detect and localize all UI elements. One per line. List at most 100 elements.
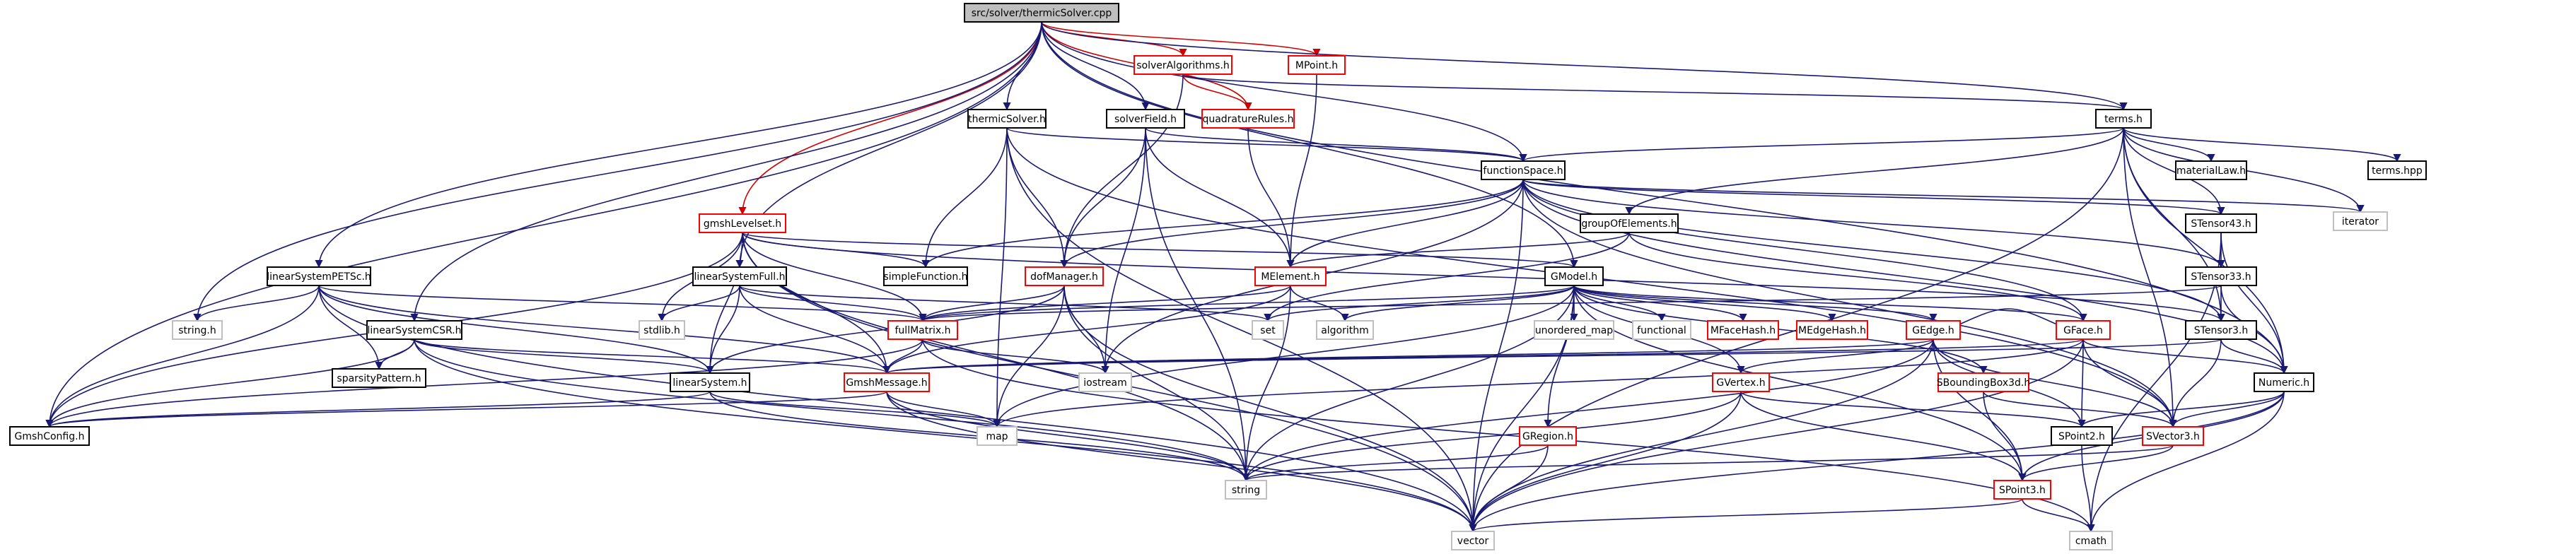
node-medgehash[interactable]: MEdgeHash.h: [1796, 320, 1868, 340]
edge-terms-to-stensor43: [2123, 127, 2225, 216]
node-label: materialLaw.h: [2176, 165, 2246, 177]
node-linearsystem[interactable]: linearSystem.h: [670, 372, 750, 392]
node-box: [1201, 109, 1295, 129]
node-label: terms.h: [2104, 114, 2143, 125]
node-quadraturerules[interactable]: quadratureRules.h: [1201, 109, 1295, 129]
edge-stensor43-to-numeric: [2220, 232, 2288, 375]
node-melement[interactable]: MElement.h: [1254, 266, 1327, 286]
edge-gface-to-gedge: [1946, 308, 2070, 331]
edge-root-to-linearsystempetsc: [315, 21, 1042, 269]
edge-linearsystempetsc-to-stringh: [193, 285, 320, 322]
node-label: map: [986, 431, 1008, 442]
edge-sboundingbox3d-to-svector3: [1983, 391, 2177, 428]
node-box: [2367, 160, 2427, 180]
edge-terms-to-svector3: [2123, 127, 2177, 428]
node-box: [692, 266, 787, 286]
node-box: [887, 320, 958, 340]
node-gface[interactable]: GFace.h: [2056, 320, 2111, 340]
edge-sboundingbox3d-to-spoint3: [1983, 391, 2027, 482]
node-solveralgorithms[interactable]: solverAlgorithms.h: [1133, 55, 1232, 75]
edge-numeric-to-cmath: [2087, 391, 2285, 533]
node-gedge[interactable]: GEdge.h: [1906, 320, 1961, 340]
node-svector3[interactable]: SVector3.h: [2142, 426, 2204, 446]
edge-gmshlevelset-to-gmodel: [742, 232, 1578, 269]
edge-functionspace-to-gface: [1522, 179, 2087, 322]
node-box: [1481, 160, 1566, 180]
node-linearsystemfull[interactable]: linearSystemFull.h: [692, 266, 787, 286]
edge-stensor3-to-numeric: [2220, 338, 2288, 375]
node-linearsystemcsr[interactable]: linearSystemCSR.h: [366, 320, 462, 340]
edge-linearsystempetsc-to-gmshmessage: [318, 285, 891, 375]
node-box: [1544, 266, 1604, 286]
edge-gvertex-to-spoint2: [1740, 391, 2086, 428]
node-label: solverField.h: [1114, 114, 1177, 125]
node-terms[interactable]: terms.h: [2095, 109, 2152, 129]
edge-root-to-terms: [1041, 21, 2128, 111]
edge-gvertex-to-string: [1242, 391, 1742, 482]
node-iterator: iterator: [2333, 211, 2388, 231]
edge-numeric-to-svector3: [2169, 391, 2285, 428]
node-label: groupOfElements.h: [1581, 218, 1677, 230]
node-thermicsolver[interactable]: thermicSolver.h: [967, 109, 1047, 129]
node-gmshconfig[interactable]: GmshConfig.h: [9, 426, 90, 446]
node-spoint3[interactable]: SPoint3.h: [1993, 480, 2051, 500]
node-termshpp[interactable]: terms.hpp: [2367, 160, 2427, 180]
node-fullmatrix[interactable]: fullMatrix.h: [887, 320, 958, 340]
node-stensor43[interactable]: STensor43.h: [2185, 213, 2257, 233]
node-label: src/solver/thermicSolver.cpp: [972, 8, 1112, 19]
edge-dofmanager-to-vector: [1063, 285, 1477, 533]
node-dofmanager[interactable]: dofManager.h: [1025, 266, 1104, 286]
edge-root-to-solverfield: [1041, 21, 1150, 111]
node-spoint2[interactable]: SPoint2.h: [2051, 426, 2113, 446]
edge-stensor3-to-svector3: [2169, 338, 2222, 428]
node-label: cmath: [2075, 536, 2106, 547]
edge-root-to-gmodel: [1041, 21, 1578, 269]
node-mfacehash[interactable]: MFaceHash.h: [1707, 320, 1779, 340]
node-materiallaw[interactable]: materialLaw.h: [2175, 160, 2247, 180]
edge-gmodel-to-fullmatrix: [919, 285, 1575, 322]
node-solverfield[interactable]: solverField.h: [1106, 109, 1185, 129]
node-box: [1580, 213, 1679, 233]
node-gmshmessage[interactable]: GmshMessage.h: [844, 372, 930, 392]
node-cmath: cmath: [2069, 531, 2113, 550]
edge-linearsystempetsc-to-sparsitypattern: [318, 285, 383, 370]
edge-dofmanager-to-fullmatrix: [919, 285, 1065, 322]
node-sparsitypattern[interactable]: sparsityPattern.h: [332, 368, 426, 388]
node-gvertex[interactable]: GVertex.h: [1712, 372, 1770, 392]
node-simplefunction[interactable]: simpleFunction.h: [883, 266, 968, 286]
edge-gmshmessage-to-string: [886, 391, 1250, 482]
node-linearsystempetsc[interactable]: linearSystemPETSc.h: [267, 266, 371, 286]
node-label: terms.hpp: [2372, 165, 2423, 177]
node-iostream: iostream: [1078, 372, 1132, 392]
node-label: SVector3.h: [2146, 431, 2200, 442]
edge-root-to-linearsystemcsr: [410, 21, 1042, 322]
edge-gmodel-to-gedge: [1573, 285, 1937, 322]
node-sboundingbox3d[interactable]: SBoundingBox3d.h: [1937, 372, 2030, 392]
node-functionspace[interactable]: functionSpace.h: [1481, 160, 1566, 180]
node-label: functionSpace.h: [1483, 165, 1563, 177]
node-groupofelements[interactable]: groupOfElements.h: [1580, 213, 1679, 233]
edge-linearsystempetsc-to-linearsystem: [318, 285, 714, 375]
node-gregion[interactable]: GRegion.h: [1519, 426, 1577, 446]
node-stensor3[interactable]: STensor3.h: [2185, 320, 2257, 340]
edge-stensor33-to-fullmatrix: [919, 285, 2222, 322]
node-label: iostream: [1083, 377, 1127, 389]
node-numeric[interactable]: Numeric.h: [2254, 372, 2314, 392]
node-box: [1712, 372, 1770, 392]
node-mpoint[interactable]: MPoint.h: [1288, 55, 1346, 75]
edge-melement-to-string: [1242, 285, 1291, 482]
edge-fullmatrix-to-gmshmessage: [882, 338, 923, 375]
node-gmodel[interactable]: GModel.h: [1544, 266, 1604, 286]
node-box: [1993, 480, 2051, 500]
edge-linearsystem-to-gmshconfig: [45, 391, 711, 428]
node-box: [2069, 531, 2113, 550]
node-box: [1133, 55, 1232, 75]
node-box: [1288, 55, 1346, 75]
node-stensor33[interactable]: STensor33.h: [2185, 266, 2257, 286]
node-box: [1451, 531, 1495, 550]
node-label: MFaceHash.h: [1710, 325, 1776, 336]
node-gmshlevelset[interactable]: gmshLevelset.h: [699, 213, 786, 233]
edge-linearsystemfull-to-linearsystem: [706, 285, 740, 375]
edge-solverfield-to-iostream: [1101, 127, 1146, 375]
node-root[interactable]: src/solver/thermicSolver.cpp: [964, 3, 1119, 23]
